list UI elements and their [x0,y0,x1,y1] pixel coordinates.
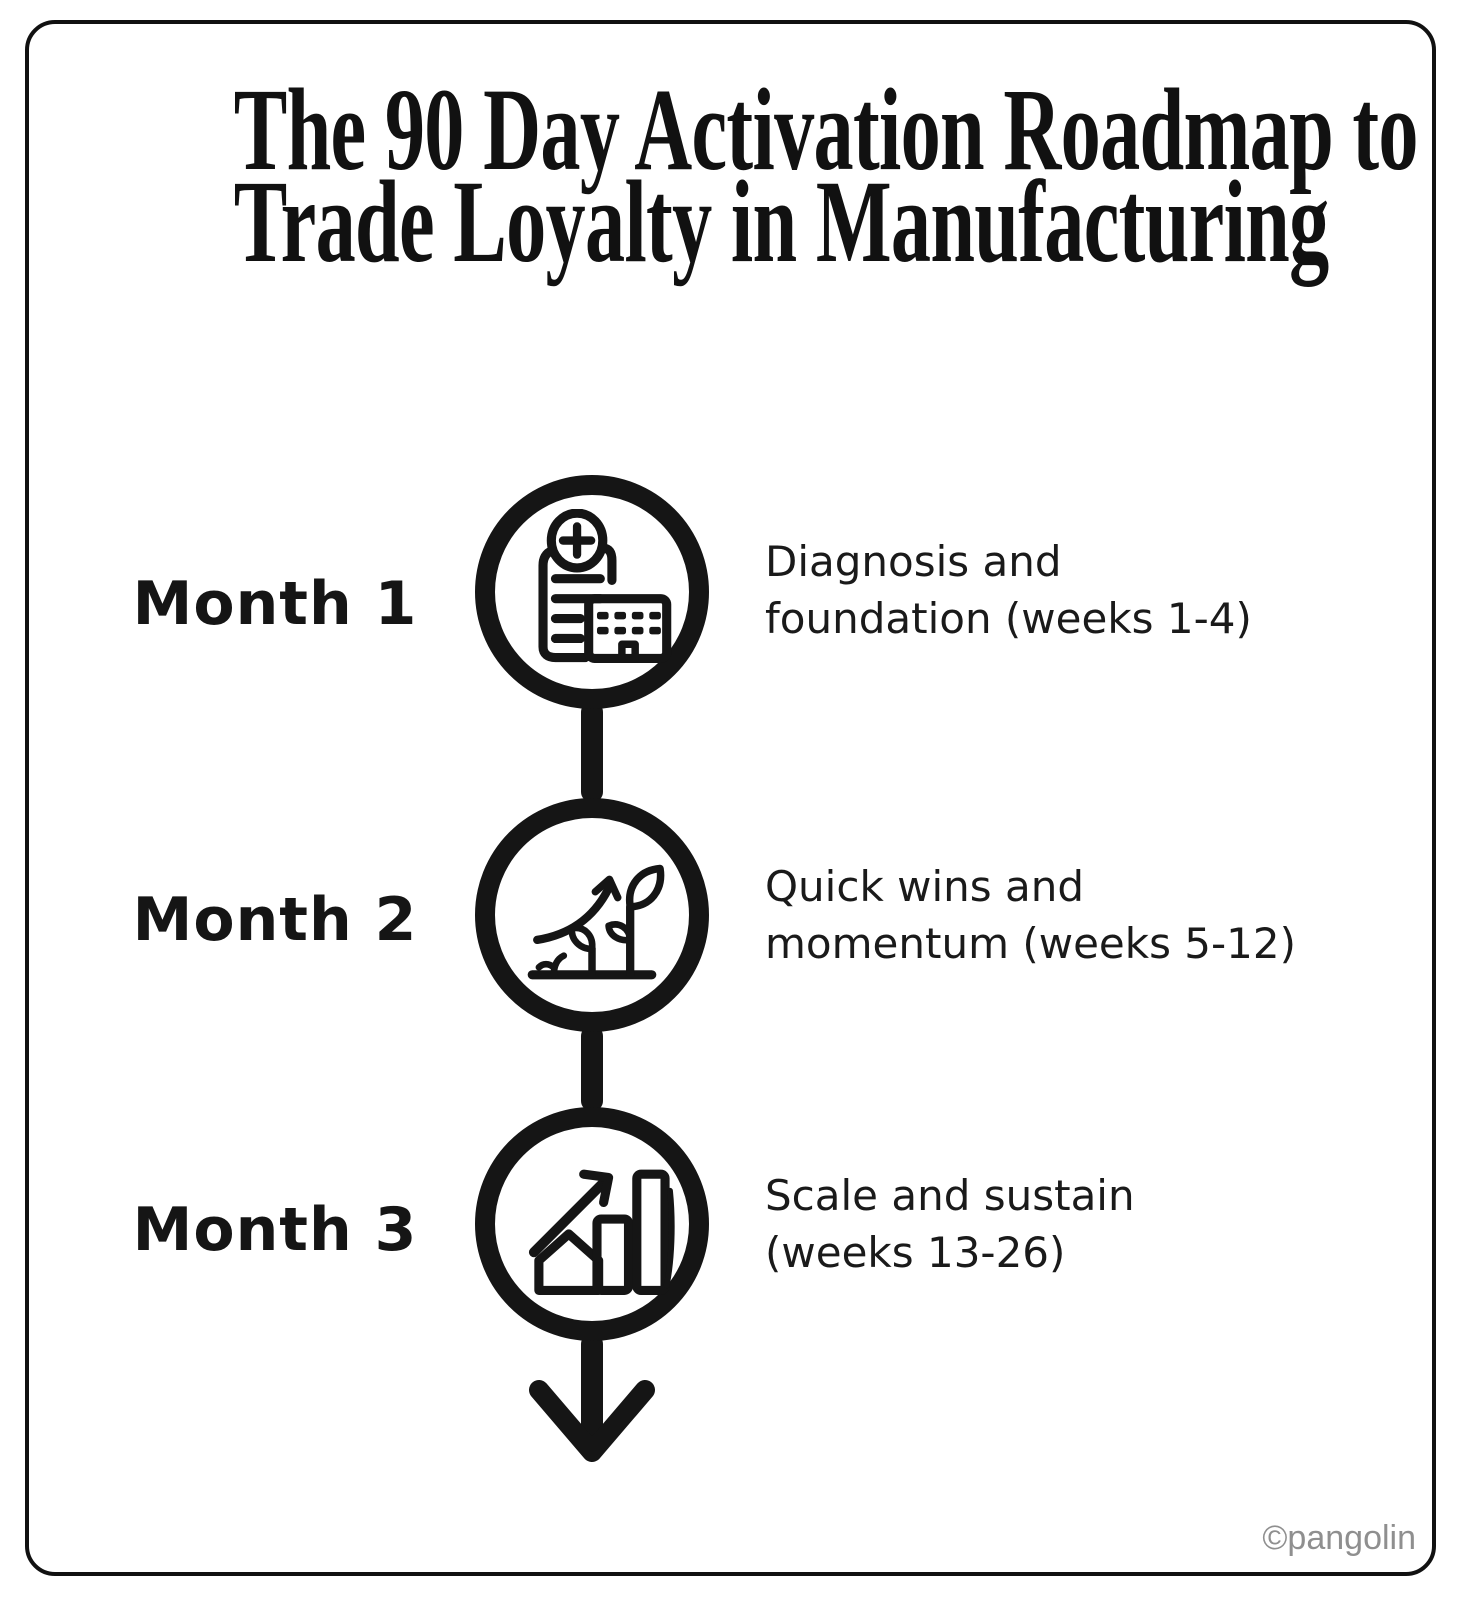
growth-plant-icon [527,864,665,980]
timeline-connector-2 [581,1026,603,1111]
watermark: ©pangolin [1262,1519,1416,1557]
timeline-node-month-2 [475,798,709,1032]
timeline-connector-1 [581,702,603,802]
month-2-description: Quick wins and momentum (weeks 5-12) [765,859,1425,972]
month-1-desc-line-2: foundation (weeks 1-4) [765,593,1252,643]
timeline-end-arrow-icon [529,1380,655,1462]
timeline-connector-3 [581,1334,603,1440]
timeline-node-month-3 [475,1107,709,1341]
title-line-2: Trade Loyalty in Manufacturing [233,156,1329,288]
month-3-description: Scale and sustain (weeks 13-26) [765,1168,1425,1281]
month-1-label: Month 1 [132,569,418,639]
month-1-description: Diagnosis and foundation (weeks 1-4) [765,534,1425,647]
month-2-desc-line-2: momentum (weeks 5-12) [765,918,1297,968]
title-line-1: The 90 Day Activation Roadmap to [233,64,1419,195]
page-title: The 90 Day Activation Roadmap to Trade L… [233,64,1419,288]
month-3-desc-line-1: Scale and sustain [765,1171,1135,1220]
scale-chart-icon [528,1169,675,1295]
timeline-node-month-1 [475,475,709,709]
month-1-desc-line-1: Diagnosis and [765,537,1062,586]
rounded-border-frame [25,20,1436,1576]
month-3-label: Month 3 [132,1195,418,1265]
month-2-desc-line-1: Quick wins and [765,862,1084,911]
month-2-label: Month 2 [132,885,418,955]
clipboard-diagnosis-icon [538,509,672,663]
month-3-desc-line-2: (weeks 13-26) [765,1227,1066,1277]
